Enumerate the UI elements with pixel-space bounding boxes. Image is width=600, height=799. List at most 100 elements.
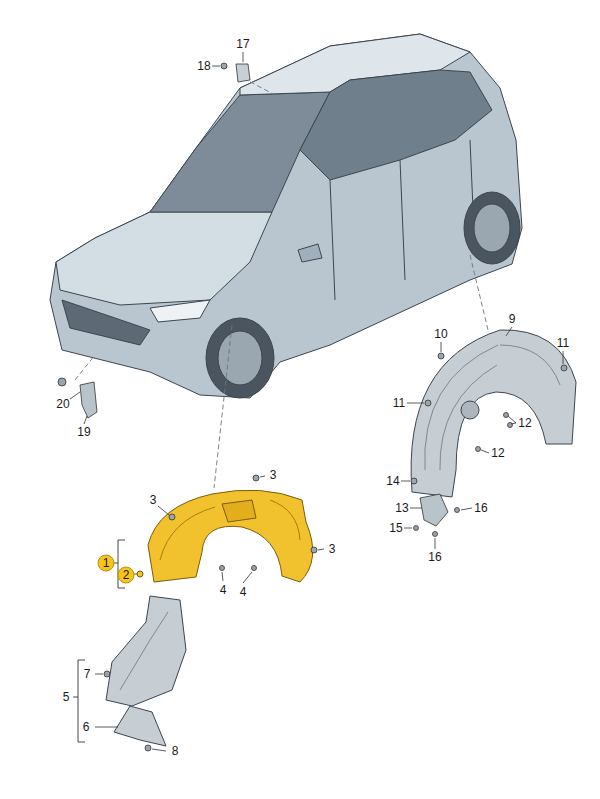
callout-number: 9	[508, 312, 517, 326]
part-17-clip	[221, 63, 250, 82]
liner	[148, 490, 313, 582]
front-wheel	[206, 318, 274, 398]
screw	[411, 478, 417, 484]
leader-line	[407, 403, 424, 404]
leader-line	[481, 450, 489, 453]
leader-line	[152, 749, 166, 751]
liner-rib	[160, 500, 300, 560]
liner-rib	[222, 500, 256, 522]
leader-line	[84, 416, 87, 424]
leader-line	[212, 66, 220, 67]
callout-number: 12	[517, 416, 532, 430]
screw	[438, 353, 444, 359]
screw	[455, 508, 460, 513]
screw	[476, 447, 481, 452]
screw	[311, 547, 317, 553]
screw	[253, 475, 259, 481]
callout-number: 12	[490, 446, 505, 460]
callout-number: 11	[556, 336, 570, 350]
callout-number: 3	[149, 493, 158, 507]
leader-line	[95, 674, 103, 675]
screw	[252, 566, 257, 571]
screw	[414, 526, 419, 531]
front-rim	[218, 331, 262, 385]
car-body	[50, 34, 522, 398]
group-brackets	[73, 540, 125, 742]
nut	[137, 571, 143, 577]
callout-number: 6	[82, 720, 91, 734]
screw	[425, 400, 431, 406]
car-mirror	[298, 244, 322, 262]
leader-line	[506, 327, 512, 336]
leader-line	[563, 351, 564, 364]
splash-shield	[106, 596, 186, 746]
callout-number: 16	[473, 501, 488, 515]
screw	[504, 413, 509, 418]
screw	[433, 532, 438, 537]
callout-number: 17	[235, 37, 250, 51]
callout-number: 20	[55, 397, 70, 411]
car-headlight	[150, 300, 210, 322]
screw	[508, 423, 513, 428]
screw	[145, 745, 151, 751]
leader-line	[435, 538, 436, 549]
car-grille	[62, 300, 150, 345]
callout-number: 18	[196, 59, 211, 73]
leader-line	[508, 416, 516, 424]
leader-line	[318, 549, 324, 550]
leader-lines	[70, 52, 563, 751]
rear-wheel	[464, 192, 520, 264]
screw	[561, 365, 567, 371]
leader-line	[158, 506, 169, 515]
leader-line	[401, 481, 410, 482]
screw	[221, 63, 227, 69]
car-silhouette	[50, 34, 522, 398]
highlighted-callout: 1	[98, 555, 115, 572]
liner	[411, 330, 576, 497]
leader-line	[441, 342, 442, 352]
screw	[58, 378, 66, 386]
shield-rib	[120, 612, 168, 690]
leader-line	[70, 392, 80, 399]
screw	[169, 514, 175, 520]
leader-line	[461, 508, 472, 510]
liner-boss	[461, 401, 479, 419]
highlighted-callout: 2	[118, 567, 135, 584]
leader-line	[95, 727, 118, 728]
callout-number: 10	[433, 327, 448, 341]
callout-number: 13	[394, 501, 409, 515]
leader-line	[243, 572, 252, 583]
bracket	[420, 494, 448, 526]
front-wheel-liner	[137, 490, 313, 582]
rear-fasteners	[411, 353, 567, 537]
car-side-window	[300, 70, 492, 180]
screw	[220, 566, 225, 571]
liner-rib	[425, 345, 560, 470]
leader-line	[243, 52, 244, 62]
shield	[106, 596, 186, 706]
callout-number: 3	[269, 468, 278, 482]
car-hood	[56, 212, 272, 305]
leader-line	[222, 572, 223, 581]
leader-line	[410, 508, 422, 509]
reference-line	[214, 325, 232, 488]
callout-number: 4	[219, 583, 228, 597]
reference-line	[75, 355, 95, 380]
rear-wheel-liner	[411, 330, 576, 497]
leader-line	[260, 476, 265, 477]
rear-rim	[474, 204, 510, 252]
callout-number: 15	[388, 521, 403, 535]
callout-number: 7	[83, 667, 92, 681]
car-door-line	[330, 140, 475, 300]
callout-number: 4	[239, 585, 248, 599]
callout-number: 16	[427, 550, 442, 564]
bracket	[80, 382, 97, 418]
screw	[104, 671, 110, 677]
leader-line	[404, 528, 412, 529]
front-fasteners	[104, 475, 317, 751]
callout-number: 11	[392, 396, 406, 410]
callout-number: 19	[76, 425, 91, 439]
shield-part	[114, 706, 166, 746]
callout-number: 8	[171, 744, 180, 758]
